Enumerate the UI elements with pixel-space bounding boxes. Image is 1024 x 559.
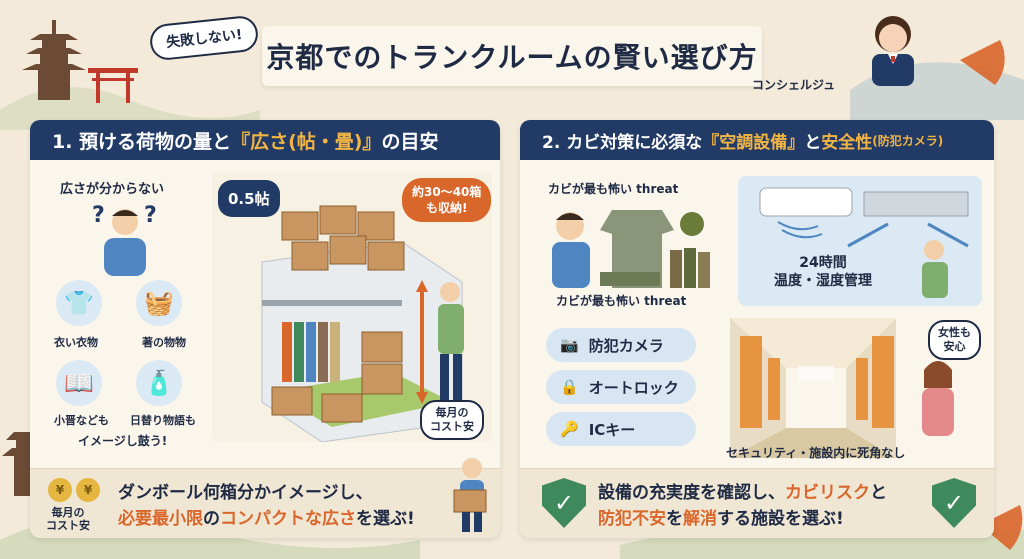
- size-summary-bar: [30, 468, 500, 538]
- item-grid: 👕 衣い衣物 🧺 著の物物 📖 小晋なども 🧴 日替り物語も イメージし鼓う!: [48, 280, 208, 460]
- summary-text: と: [870, 483, 887, 503]
- summary-text: 設備の充実度を確認し、: [598, 483, 785, 503]
- heading-highlight: 『広さ(帖・畳)』: [231, 130, 382, 153]
- security-pill-autolock: 🔒 オートロック: [546, 370, 696, 404]
- box-carrier-icon: [448, 456, 496, 538]
- summary-line-1: ダンボール何箱分かイメージし、: [118, 483, 373, 503]
- panel-heading-size: 1. 預ける荷物の量と 『広さ(帖・畳)』 の目安: [30, 120, 500, 160]
- heading-prefix: 1. 預ける荷物の量と: [52, 130, 232, 153]
- pagoda-icon: [22, 20, 86, 100]
- climate-control-label: 24時間 温度・湿度管理: [774, 255, 872, 289]
- pill-label: ICキー: [588, 420, 636, 439]
- security-summary-bar: [520, 468, 994, 538]
- heading-prefix: 2. カビ対策に必須な: [542, 132, 703, 153]
- summary-highlight: コンパクトな広さ: [220, 509, 356, 529]
- panel-storage-size: 1. 預ける荷物の量と 『広さ(帖・畳)』 の目安 広さが分からない ? ? 👕…: [30, 120, 500, 538]
- svg-text:?: ?: [92, 203, 105, 228]
- torii-icon: [88, 68, 138, 103]
- summary-line-2: 防犯不安を解消する施設を選ぶ!: [598, 506, 928, 532]
- summary-highlight: 解消: [683, 509, 717, 529]
- capacity-bubble: 約30〜40箱 も収納!: [402, 178, 492, 222]
- summary-line-1: 設備の充実度を確認し、カビリスクと: [598, 480, 928, 506]
- summary-highlight: 必要最小限: [118, 509, 203, 529]
- summary-text: を選ぶ!: [356, 509, 415, 529]
- storage-room-illustration: 0.5帖 約30〜40箱 も収納! 毎月の コスト安: [212, 172, 492, 443]
- coin-icon: ¥¥: [48, 478, 100, 502]
- page-title: 京都でのトランクルームの賢い選び方: [262, 26, 762, 86]
- panel-heading-security: 2. カビ対策に必須な 『空調設備』 と 安全性 (防犯カメラ): [520, 120, 994, 160]
- coin-label: 毎月の コスト安: [46, 506, 90, 532]
- item-label: 著の物物: [142, 336, 186, 349]
- heading-small: (防犯カメラ): [872, 133, 944, 148]
- mold-label-top: カビが最も怖い threat: [548, 182, 679, 196]
- item-label: 衣い衣物: [54, 336, 98, 349]
- summary-highlight: カビリスク: [785, 483, 870, 503]
- corridor-illustration: 女性も 安心: [716, 318, 986, 458]
- corridor-label: セキュリティ・施設内に死角なし: [726, 446, 906, 460]
- size-badge: 0.5帖: [218, 180, 280, 217]
- mold-label-bottom: カビが最も怖い threat: [556, 294, 687, 308]
- heading-highlight-2: 安全性: [821, 132, 873, 153]
- security-pill-ickey: 🔑 ICキー: [546, 412, 696, 446]
- key-icon: 🔑: [560, 420, 579, 438]
- heading-mid: と: [804, 132, 822, 153]
- fan-icon: [960, 40, 1023, 550]
- summary-text: を: [666, 509, 683, 529]
- mold-illustration: [542, 200, 732, 296]
- panel-facility-security: 2. カビ対策に必須な 『空調設備』 と 安全性 (防犯カメラ) カビが最も怖い…: [520, 120, 994, 538]
- pill-label: 防犯カメラ: [588, 336, 664, 355]
- heading-suffix: の目安: [381, 130, 439, 153]
- lock-icon: 🔒: [560, 378, 579, 396]
- imagine-label: イメージし鼓う!: [78, 434, 168, 448]
- shirt-icon: 👕: [56, 280, 102, 326]
- security-pill-camera: 📷 防犯カメラ: [546, 328, 696, 362]
- summary-highlight: 防犯不安: [598, 509, 666, 529]
- summary-text: の: [203, 509, 220, 529]
- summary-text: する施設を選ぶ!: [717, 509, 844, 529]
- size-summary-text: ダンボール何箱分かイメージし、 必要最小限のコンパクトな広さを選ぶ!: [118, 480, 458, 532]
- concierge-avatar: [858, 12, 928, 86]
- pill-label: オートロック: [588, 378, 679, 397]
- concierge-label: コンシェルジュ: [752, 78, 836, 92]
- thinking-person-icon: ? ?: [90, 200, 160, 284]
- air-conditioner-panel: 24時間 温度・湿度管理: [738, 176, 982, 306]
- bottles-icon: 🧴: [136, 360, 182, 406]
- security-summary-text: 設備の充実度を確認し、カビリスクと 防犯不安を解消する施設を選ぶ!: [598, 480, 928, 532]
- folded-cloth-icon: 🧺: [136, 280, 182, 326]
- unknown-size-label: 広さが分からない: [60, 182, 165, 197]
- women-safe-bubble: 女性も 安心: [928, 320, 981, 360]
- book-icon: 📖: [56, 360, 102, 406]
- svg-text:?: ?: [144, 203, 157, 228]
- summary-line-2: 必要最小限のコンパクトな広さを選ぶ!: [118, 506, 458, 532]
- cost-bubble: 毎月の コスト安: [420, 400, 484, 440]
- item-label: 小晋なども: [54, 414, 109, 427]
- camera-icon: 📷: [560, 336, 579, 354]
- heading-highlight: 『空調設備』: [702, 132, 805, 153]
- item-label: 日替り物語も: [130, 414, 196, 427]
